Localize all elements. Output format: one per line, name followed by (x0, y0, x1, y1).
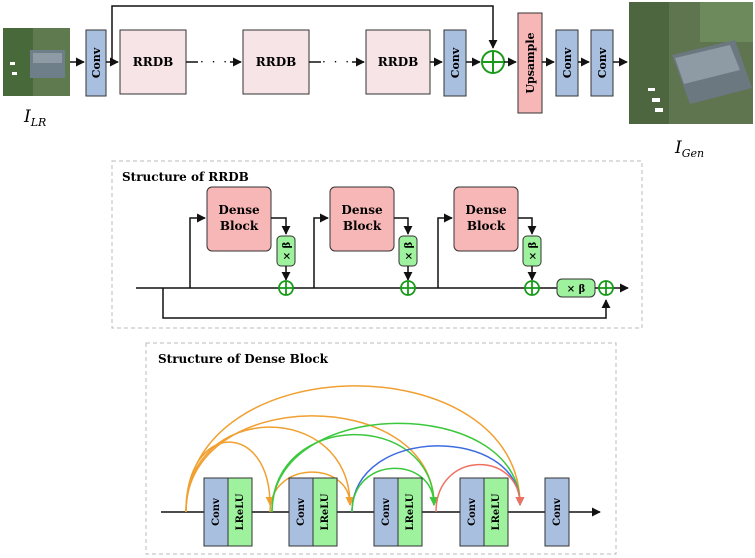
dense-input-path (437, 213, 453, 288)
dense-block (206, 186, 272, 252)
dense-label-line1: Dense (465, 203, 507, 217)
ellipsis: · · · · (200, 55, 241, 69)
lrelu-label: LReLU (491, 493, 502, 530)
rrdb-panel (111, 160, 643, 329)
output-subscript: Gen (682, 147, 704, 160)
dense-label-line2: Block (343, 219, 382, 233)
conv-block (544, 477, 570, 547)
rrdb-label: RRDB (378, 55, 419, 69)
conv-label: Conv (467, 497, 478, 526)
beta-label: × β (282, 241, 293, 260)
add-icon (598, 280, 614, 296)
conv-block (443, 29, 467, 97)
input-subscript: LR (30, 116, 47, 129)
add-icon (524, 280, 540, 296)
conv-label: Conv (596, 47, 609, 78)
output-label: I (674, 138, 682, 158)
add-icon (400, 280, 416, 296)
dense-arc (435, 463, 525, 513)
lrelu-block (312, 477, 338, 547)
dense-arc (271, 422, 525, 513)
dense-panel-title: Structure of Dense Block (158, 352, 329, 366)
dense-output-path (271, 217, 291, 235)
conv-block (85, 29, 107, 97)
dense-block (453, 186, 519, 252)
lrelu-block (227, 477, 253, 547)
lrelu-label: LReLU (320, 493, 331, 530)
rrdb-label: RRDB (256, 55, 297, 69)
conv-label: Conv (449, 47, 462, 78)
svg-text:IGen: IGen (674, 138, 704, 160)
rrdb-block (119, 29, 187, 95)
dense-panel (145, 342, 617, 555)
dense-arc (351, 445, 525, 513)
dense-label-line2: Block (467, 219, 506, 233)
conv-block (590, 29, 614, 97)
lrelu-block (397, 477, 423, 547)
lrelu-block (483, 477, 509, 547)
rrdb-panel-title: Structure of RRDB (122, 170, 249, 184)
conv-block (203, 477, 229, 547)
ellipsis: · · · · (322, 55, 363, 69)
beta-label: × β (567, 284, 586, 295)
beta-label: × β (528, 241, 539, 260)
beta-label: × β (404, 241, 415, 260)
dense-output-path (518, 217, 537, 235)
conv-label: Conv (90, 47, 103, 78)
conv-block (288, 477, 314, 547)
conv-label: Conv (381, 497, 392, 526)
lrelu-label: LReLU (405, 493, 416, 530)
upsample-block (517, 12, 543, 114)
lrelu-label: LReLU (235, 493, 246, 530)
conv-label: Conv (211, 497, 222, 526)
add-icon (278, 280, 294, 296)
dense-block (329, 186, 395, 252)
output-image (629, 2, 753, 124)
svg-text:ILR: ILR (23, 107, 46, 129)
input-label: I (23, 107, 31, 127)
dense-label-line1: Dense (341, 203, 383, 217)
input-image (3, 28, 70, 96)
dense-arc (351, 467, 439, 513)
dense-input-path (313, 213, 329, 288)
dense-label-line2: Block (220, 219, 259, 233)
rrdb-residual-path (162, 288, 611, 319)
rrdb-block (365, 29, 431, 95)
conv-label: Conv (552, 497, 563, 526)
rrdb-label: RRDB (133, 55, 174, 69)
add-icon (481, 50, 505, 74)
dense-input-path (189, 213, 206, 288)
dense-arc (185, 385, 525, 513)
dense-connections (185, 385, 525, 513)
dense-output-path (394, 217, 413, 235)
dense-label-line1: Dense (218, 203, 260, 217)
conv-label: Conv (561, 47, 574, 78)
skip-connection (111, 5, 498, 62)
beta-scale-final (556, 278, 596, 298)
dense-arc (185, 415, 439, 513)
conv-label: Conv (296, 497, 307, 526)
conv-block (555, 29, 579, 97)
upsample-label: Upsample (524, 32, 537, 93)
